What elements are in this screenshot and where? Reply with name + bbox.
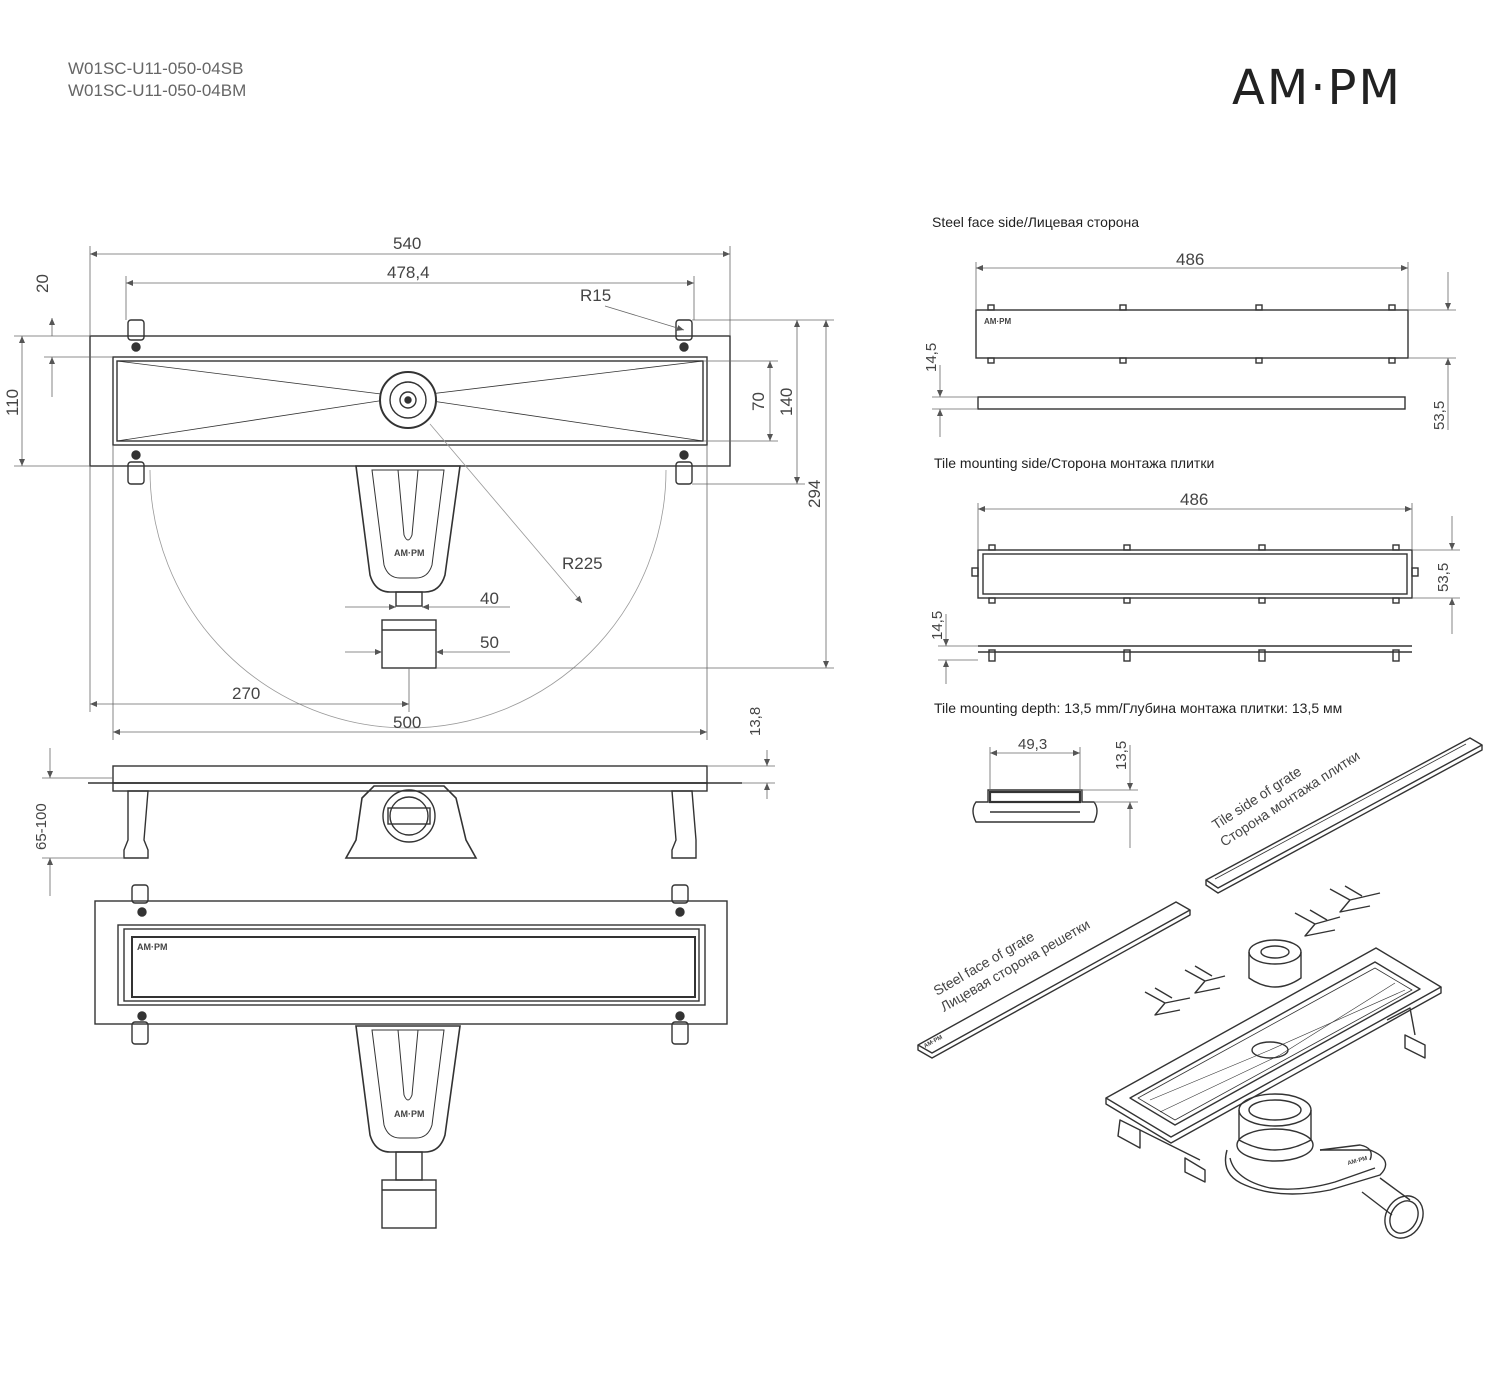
- model-code-sb: W01SC-U11-050-04SB: [68, 59, 244, 78]
- bottom-plan-view: [94, 884, 728, 1229]
- dim-a14-5: 14,5: [923, 343, 940, 372]
- steel-logo-mark: AM·PM: [984, 317, 1011, 326]
- plan-view: [89, 319, 731, 729]
- dim-b486: 486: [1180, 490, 1208, 509]
- dim-40: 40: [480, 589, 499, 608]
- grate-logo-mark: AM·PM: [137, 942, 168, 952]
- model-codes: W01SC-U11-050-04SB W01SC-U11-050-04BM: [68, 58, 246, 102]
- side-dimension-lines: [42, 748, 775, 896]
- dim-20: 20: [33, 274, 52, 293]
- iso-logo-mark-2: AM·PM: [1347, 1156, 1368, 1167]
- tile-dimension-lines: [938, 503, 1460, 684]
- outlet-logo-mark-2: AM·PM: [394, 1109, 425, 1119]
- dim-a53-5: 53,5: [1431, 401, 1448, 430]
- dim-50: 50: [480, 633, 499, 652]
- dim-500: 500: [393, 713, 421, 732]
- iso-label-steel-ru: Лицевая сторона решетки: [938, 916, 1093, 1015]
- outlet-logo-mark: AM·PM: [394, 548, 425, 558]
- dim-r225: R225: [562, 554, 603, 573]
- caption-steel-face: Steel face side/Лицевая сторона: [932, 214, 1140, 230]
- tile-side-views: [971, 544, 1419, 662]
- plan-dimension-lines: [14, 246, 834, 740]
- dim-c49-3: 49,3: [1018, 736, 1047, 753]
- dim-a486: 486: [1176, 250, 1204, 269]
- dim-270: 270: [232, 684, 260, 703]
- steel-face-views: [975, 304, 1409, 410]
- dim-b53-5: 53,5: [1435, 563, 1452, 592]
- model-code-bm: W01SC-U11-050-04BM: [68, 81, 247, 100]
- depth-dimension-lines: [989, 745, 1138, 848]
- caption-tile-depth: Tile mounting depth: 13,5 mm/Глубина мон…: [934, 700, 1343, 716]
- dim-c13-5: 13,5: [1113, 741, 1130, 770]
- depth-section: [972, 789, 1098, 823]
- dim-478: 478,4: [387, 263, 430, 282]
- brand-logo: AM·PM: [1232, 60, 1402, 116]
- dim-b14-5: 14,5: [929, 611, 946, 640]
- isometric-assembly: [917, 737, 1483, 1239]
- side-view: [88, 765, 742, 859]
- dim-140: 140: [777, 388, 796, 416]
- dim-r15: R15: [580, 286, 611, 305]
- dim-70: 70: [749, 392, 768, 411]
- dim-13-8: 13,8: [747, 707, 764, 736]
- dim-110: 110: [3, 389, 22, 416]
- steel-dimension-lines: [932, 262, 1456, 437]
- dim-65-100: 65-100: [33, 803, 50, 850]
- dim-540: 540: [393, 234, 421, 253]
- caption-tile-side: Tile mounting side/Сторона монтажа плитк…: [934, 455, 1215, 471]
- dim-294: 294: [805, 480, 824, 508]
